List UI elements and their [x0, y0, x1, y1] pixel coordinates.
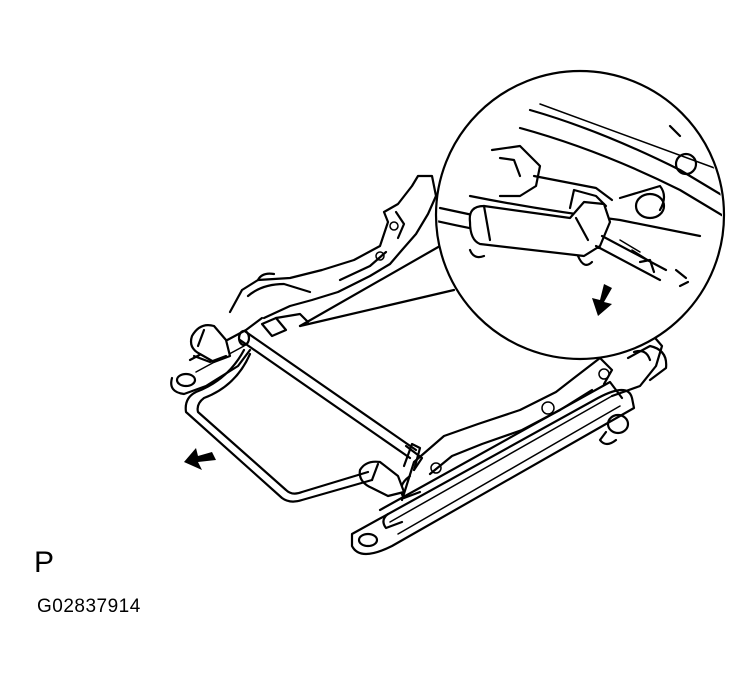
- push-direction-arrow-icon: [592, 284, 612, 316]
- front-direction-arrow-icon: [184, 448, 216, 470]
- left-lock-lever: [189, 324, 232, 364]
- right-lock-lever: [358, 442, 422, 498]
- rail-rear-end: [626, 344, 668, 382]
- left-clip-part: [260, 312, 310, 338]
- left-seat-frame: [228, 174, 438, 320]
- view-letter: P: [34, 546, 55, 579]
- release-handle-bar: [184, 348, 374, 503]
- right-seat-rail: [350, 380, 636, 556]
- callout-leader-lines: [298, 244, 456, 328]
- figure-code: G02837914: [37, 596, 141, 617]
- connecting-rod: [237, 329, 424, 472]
- left-seat-rail: [170, 316, 264, 396]
- detail-magnifier: [434, 69, 726, 361]
